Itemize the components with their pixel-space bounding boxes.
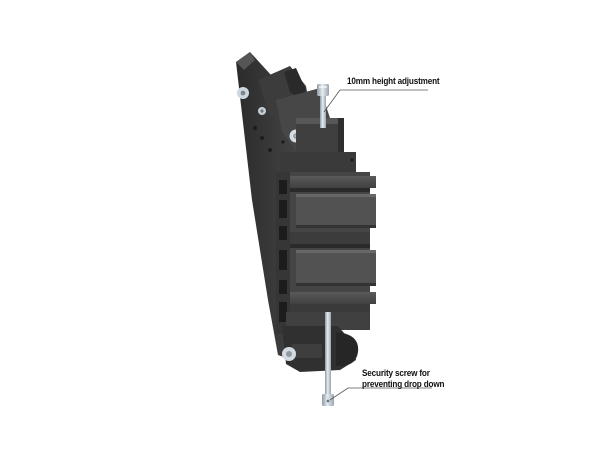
callout-height-adjustment: 10mm height adjustment [347, 76, 440, 87]
lower-clamp [282, 326, 359, 372]
callout-security-screw-line2: preventing drop down [362, 379, 445, 390]
security-screw [322, 312, 334, 406]
callout-security-screw: Security screw for preventing drop down [362, 368, 445, 390]
height-adjustment-screw [317, 84, 329, 128]
callout-leaders [323, 89, 432, 401]
slotted-profile [276, 172, 376, 334]
callout-height-adjustment-text: 10mm height adjustment [347, 76, 440, 87]
callout-security-screw-line1: Security screw for [362, 368, 430, 379]
